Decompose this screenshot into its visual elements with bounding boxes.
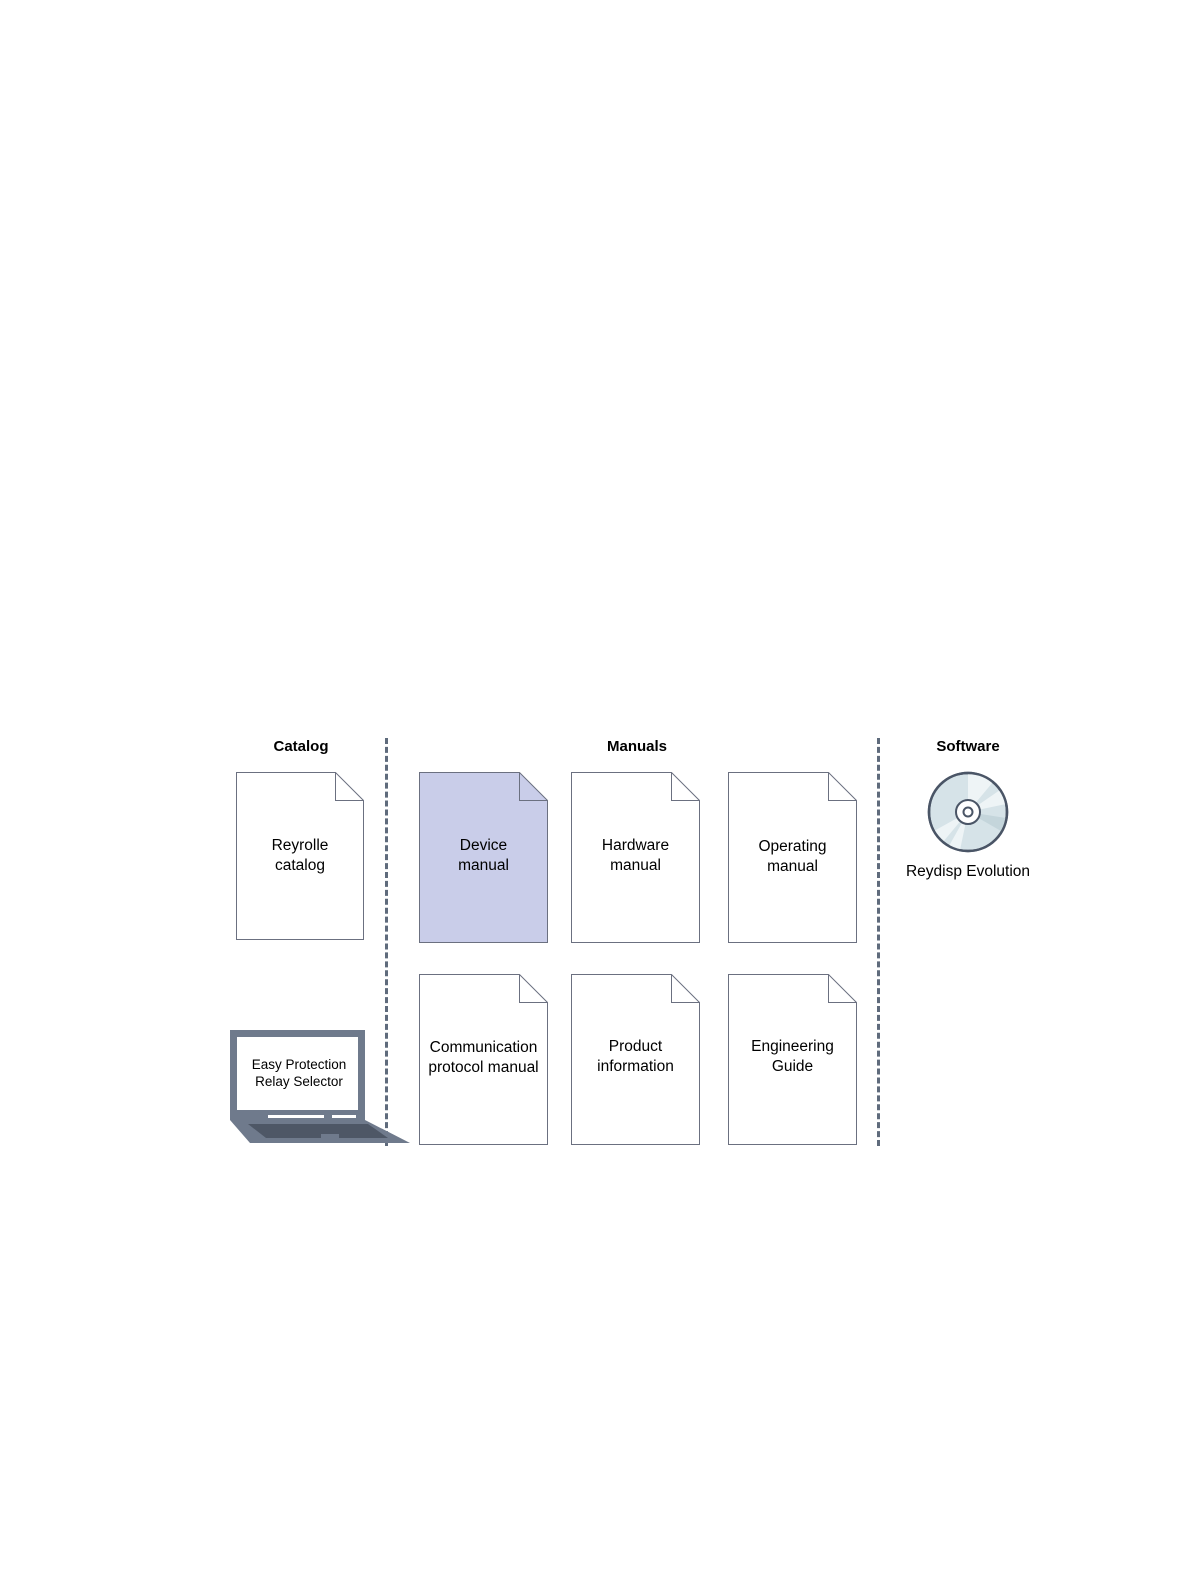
communication-protocol-manual-document: Communication protocol manual	[419, 974, 548, 1145]
hardware-manual-label: Hardware manual	[571, 836, 700, 876]
device-manual-label: Device manual	[419, 836, 548, 876]
software-heading: Software	[888, 738, 1048, 756]
manuals-heading: Manuals	[557, 738, 717, 756]
engineering-guide-label: Engineering Guide	[728, 1037, 857, 1077]
cd-icon	[927, 771, 1009, 853]
operating-manual-document: Operating manual	[728, 772, 857, 943]
product-information-label: Product information	[571, 1037, 700, 1077]
product-information-document: Product information	[571, 974, 700, 1145]
divider-manuals-software	[877, 738, 880, 1146]
engineering-guide-document: Engineering Guide	[728, 974, 857, 1145]
reydisp-evolution-cd	[927, 771, 1009, 853]
catalog-heading: Catalog	[221, 738, 381, 756]
relay-selector-label: Easy Protection Relay Selector	[240, 1056, 358, 1090]
reyrolle-catalog-document: Reyrolle catalog	[236, 772, 364, 940]
reyrolle-catalog-label: Reyrolle catalog	[236, 836, 364, 876]
relay-selector-laptop: Easy Protection Relay Selector	[228, 1030, 412, 1146]
hardware-manual-document: Hardware manual	[571, 772, 700, 943]
operating-manual-label: Operating manual	[728, 837, 857, 877]
device-manual-document: Device manual	[419, 772, 548, 943]
communication-protocol-manual-label: Communication protocol manual	[419, 1038, 548, 1078]
reydisp-evolution-label: Reydisp Evolution	[888, 862, 1048, 882]
